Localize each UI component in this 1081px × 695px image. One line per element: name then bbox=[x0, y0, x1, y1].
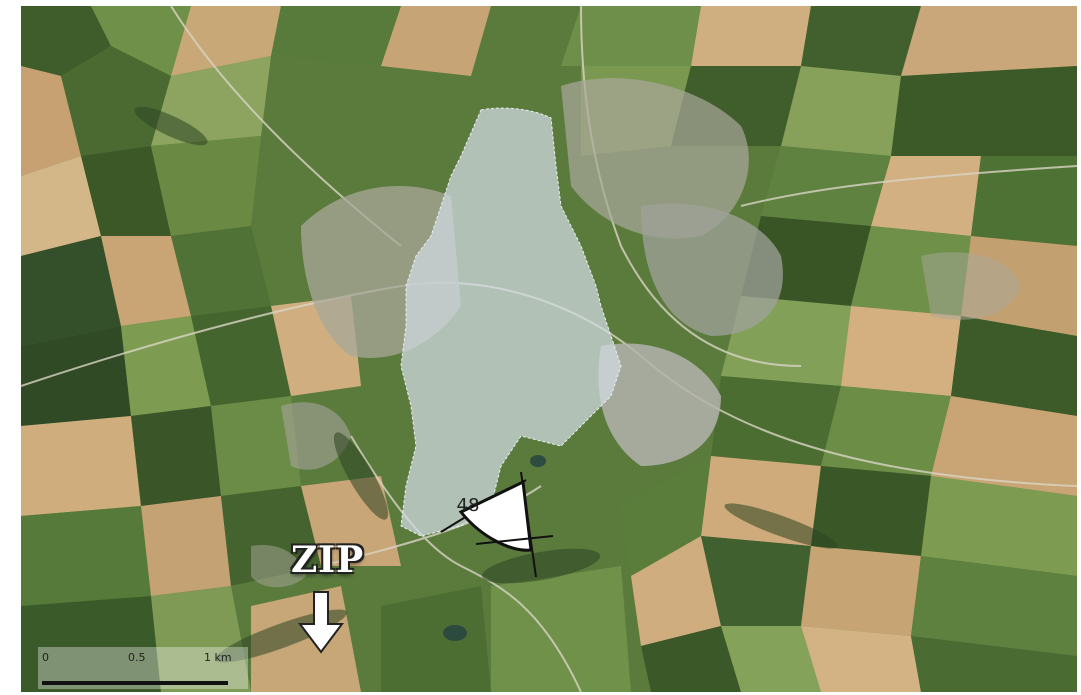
aerial-map[interactable]: 0 0.5 1 km bbox=[21, 6, 1077, 692]
marker-number-label: 48 bbox=[456, 495, 480, 516]
scale-tick-half: 0.5 bbox=[128, 651, 146, 664]
scale-tick-km: 1 km bbox=[204, 651, 232, 664]
triangle-marker-icon[interactable] bbox=[421, 462, 561, 582]
water-bodies bbox=[443, 455, 546, 641]
down-arrow-icon bbox=[298, 591, 344, 654]
scale-bar-line bbox=[42, 681, 228, 685]
zip-label: ZIP bbox=[291, 539, 365, 581]
scale-bar: 0 0.5 1 km bbox=[38, 647, 248, 691]
aerial-imagery bbox=[21, 6, 1077, 692]
scale-tick-0: 0 bbox=[42, 651, 49, 664]
highlighted-area-polygon[interactable] bbox=[400, 107, 622, 537]
